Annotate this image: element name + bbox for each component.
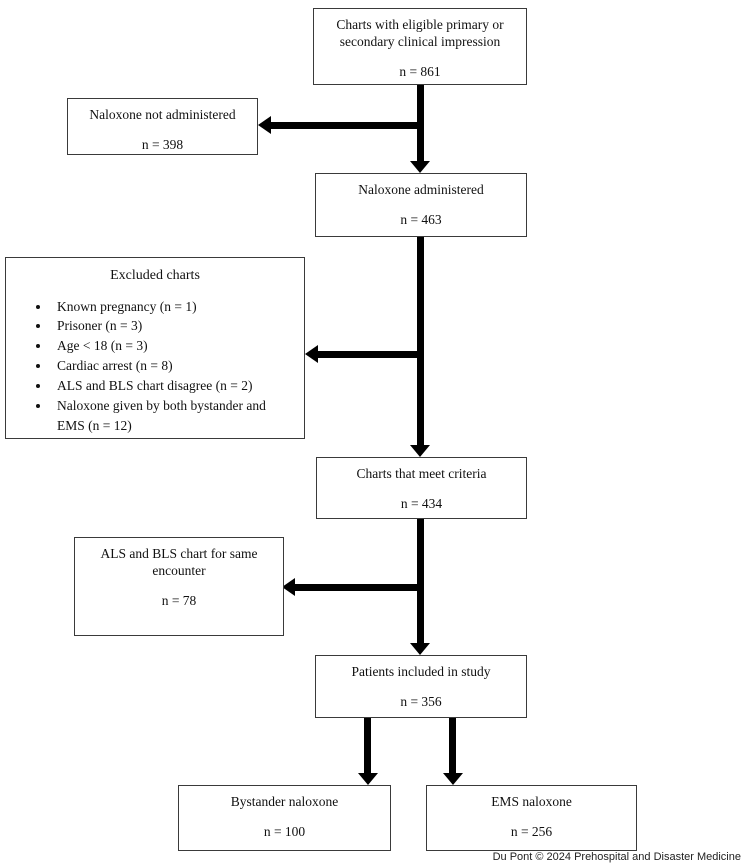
connector-line <box>417 237 424 445</box>
box-n-value: n = 463 <box>400 211 442 227</box>
excluded-item: ALS and BLS chart disagree (n = 2) <box>51 376 294 396</box>
flow-box-meet-criteria: Charts that meet criteria n = 434 <box>316 457 527 519</box>
box-n-value: n = 256 <box>510 823 553 839</box>
arrow-left-icon <box>258 116 271 134</box>
box-n-value: n = 861 <box>399 63 441 79</box>
box-n-value: n = 434 <box>400 495 443 511</box>
flow-box-naloxone-not-administered: Naloxone not administered n = 398 <box>67 98 258 155</box>
connector-line <box>271 122 420 129</box>
arrow-down-icon <box>443 773 463 785</box>
excluded-item: Cardiac arrest (n = 8) <box>51 356 294 376</box>
flow-box-als-bls-same-encounter: ALS and BLS chart for same encounter n =… <box>74 537 284 636</box>
box-n-value: n = 100 <box>263 823 306 839</box>
flow-box-excluded-charts: Excluded charts Known pregnancy (n = 1) … <box>5 257 305 439</box>
excluded-list: Known pregnancy (n = 1) Prisoner (n = 3)… <box>6 297 304 437</box>
connector-line <box>449 718 456 773</box>
connector-line <box>417 519 424 643</box>
box-label: Patients included in study <box>351 664 491 679</box>
flow-box-ems-naloxone: EMS naloxone n = 256 <box>426 785 637 851</box>
excluded-item: Known pregnancy (n = 1) <box>51 297 294 317</box>
box-label: Bystander naloxone <box>230 794 339 809</box>
flow-box-patients-included: Patients included in study n = 356 <box>315 655 527 718</box>
box-label: EMS naloxone <box>491 794 572 809</box>
arrow-down-icon <box>410 445 430 457</box>
box-label: ALS and BLS chart for same encounter <box>100 546 258 578</box>
flow-box-bystander-naloxone: Bystander naloxone n = 100 <box>178 785 391 851</box>
box-label: Naloxone administered <box>358 182 484 197</box>
excluded-item: Prisoner (n = 3) <box>51 316 294 336</box>
box-n-value: n = 78 <box>161 592 197 608</box>
arrow-down-icon <box>358 773 378 785</box>
arrow-left-icon <box>305 345 318 363</box>
arrow-down-icon <box>410 161 430 173</box>
box-label: Charts with eligible primary or secondar… <box>336 17 504 49</box>
arrow-down-icon <box>410 643 430 655</box>
figure-credit: Du Pont © 2024 Prehospital and Disaster … <box>492 851 741 863</box>
box-label: Excluded charts <box>110 268 200 283</box>
flow-box-naloxone-administered: Naloxone administered n = 463 <box>315 173 527 237</box>
box-label: Naloxone not administered <box>89 107 236 122</box>
box-n-value: n = 398 <box>141 136 184 152</box>
connector-line <box>417 85 424 161</box>
excluded-item: Age < 18 (n = 3) <box>51 336 294 356</box>
connector-line <box>318 351 420 358</box>
arrow-left-icon <box>282 578 295 596</box>
connector-line <box>364 718 371 773</box>
flow-box-eligible-charts: Charts with eligible primary or secondar… <box>313 8 527 85</box>
box-n-value: n = 356 <box>400 693 442 709</box>
connector-line <box>295 584 420 591</box>
excluded-item: Naloxone given by both bystander and EMS… <box>51 396 294 436</box>
box-label: Charts that meet criteria <box>356 466 487 481</box>
